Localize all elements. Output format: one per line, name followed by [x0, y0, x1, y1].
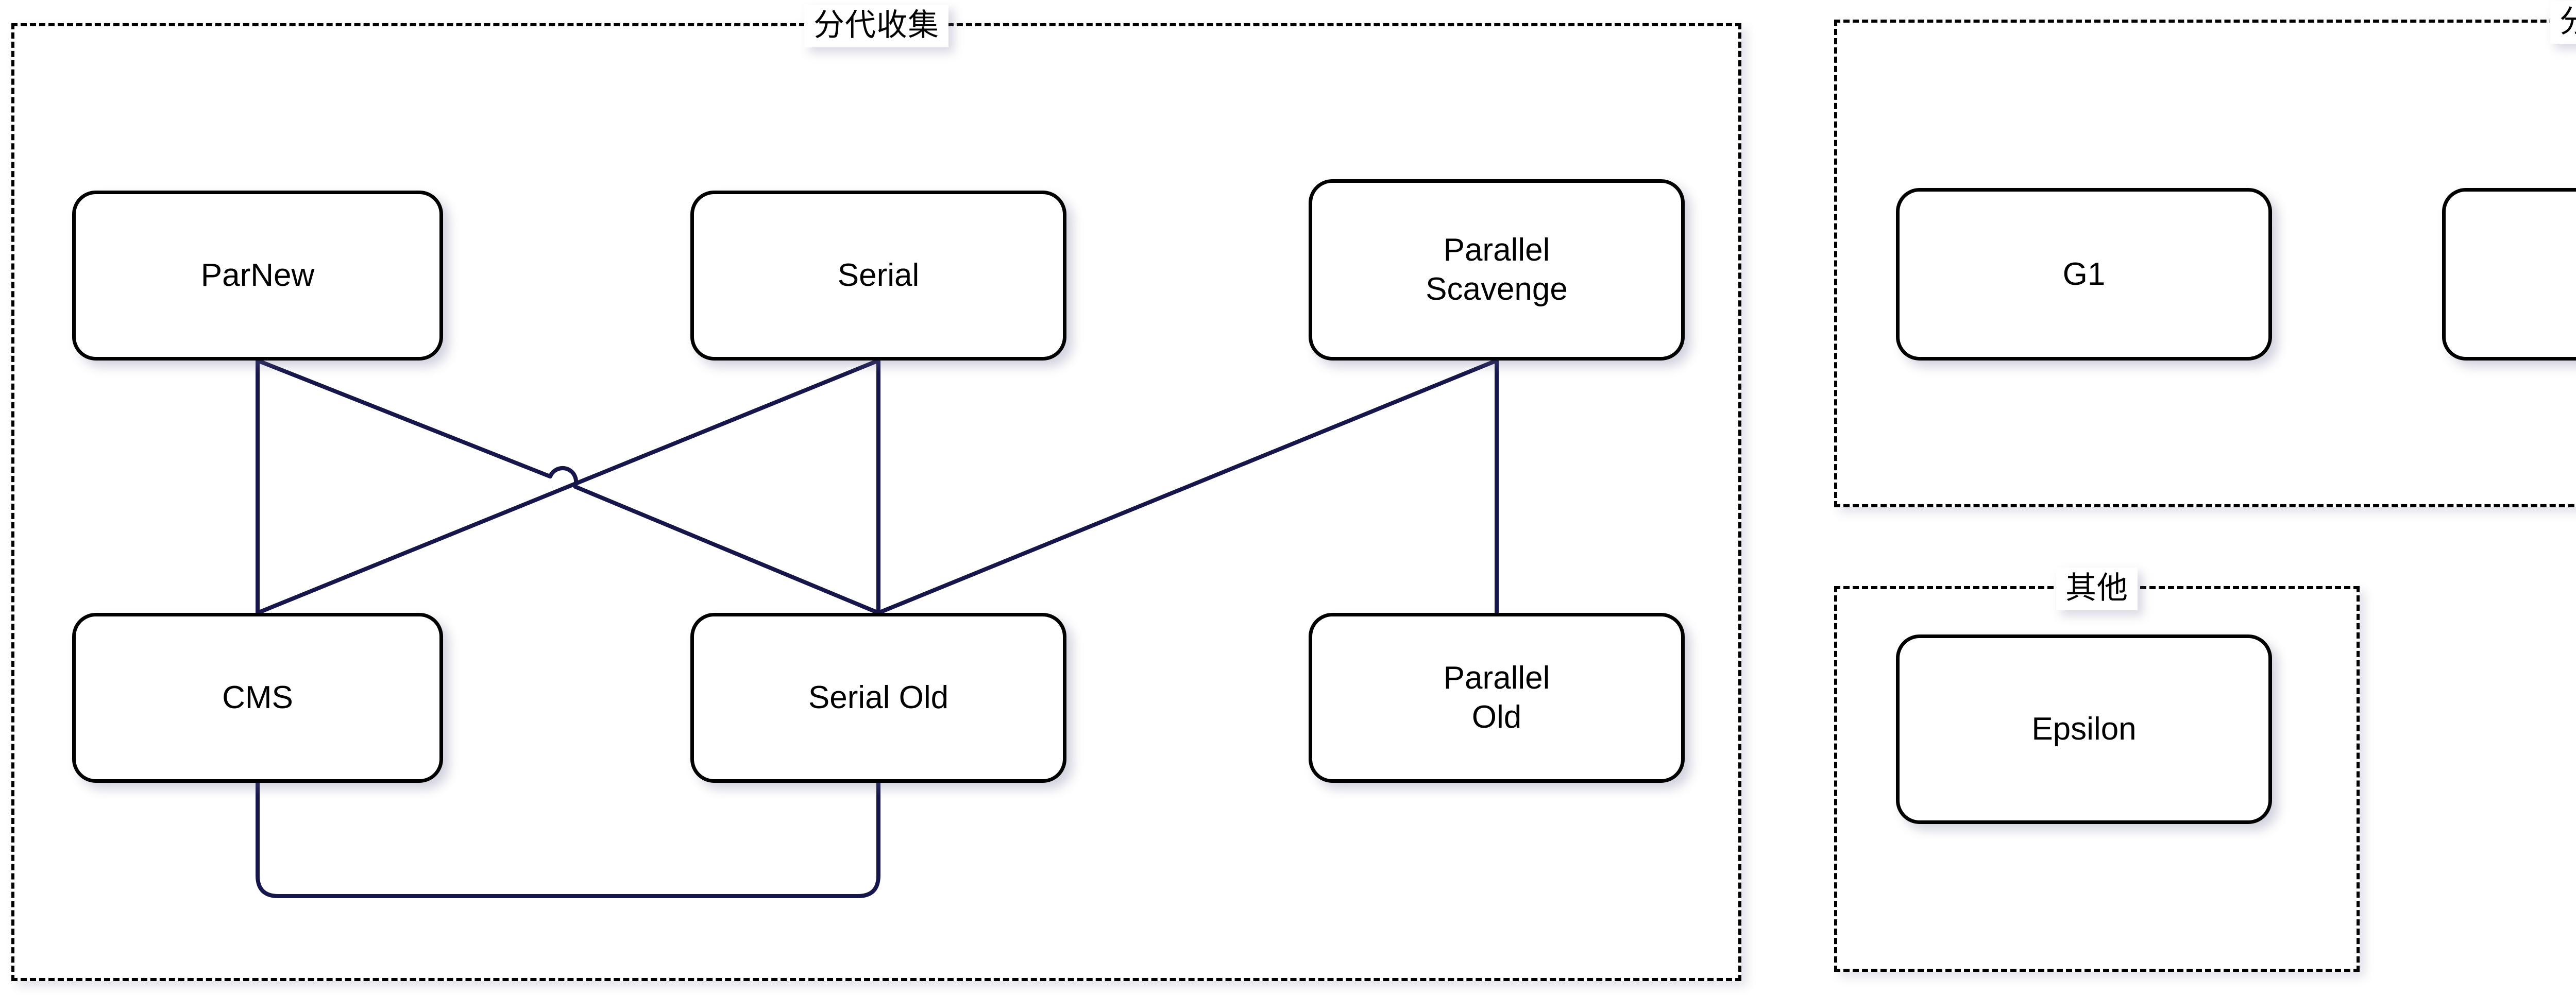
edge-ps-serialold	[877, 358, 1498, 615]
group-title-other: 其他	[2056, 568, 2138, 611]
node-label: ParNew	[200, 258, 315, 294]
node-parallel-old[interactable]: Parallel Old	[1309, 613, 1685, 783]
group-title-regional: 分区收集	[2550, 1, 2576, 44]
node-parallel-scavenge[interactable]: Parallel Scavenge	[1309, 179, 1685, 361]
node-g1[interactable]: G1	[1896, 188, 2272, 361]
node-parnew[interactable]: ParNew	[72, 191, 443, 361]
node-label: CMS	[222, 680, 293, 716]
node-label: Serial Old	[808, 680, 949, 716]
node-label: Parallel Scavenge	[1426, 232, 1568, 307]
node-label: G1	[2062, 256, 2106, 292]
edge-cms-serialold	[256, 783, 880, 898]
group-title-generational: 分代收集	[804, 5, 948, 48]
node-serial[interactable]: Serial	[690, 191, 1066, 361]
node-label: Epsilon	[2031, 711, 2137, 747]
node-cms[interactable]: CMS	[72, 613, 443, 783]
node-label: Parallel Old	[1443, 660, 1550, 735]
node-serial-old[interactable]: Serial Old	[690, 613, 1066, 783]
node-epsilon[interactable]: Epsilon	[1896, 634, 2272, 824]
edge-serial-cms	[257, 358, 879, 615]
node-zgc[interactable]: ZGC	[2442, 188, 2576, 361]
node-label: Serial	[837, 258, 920, 294]
